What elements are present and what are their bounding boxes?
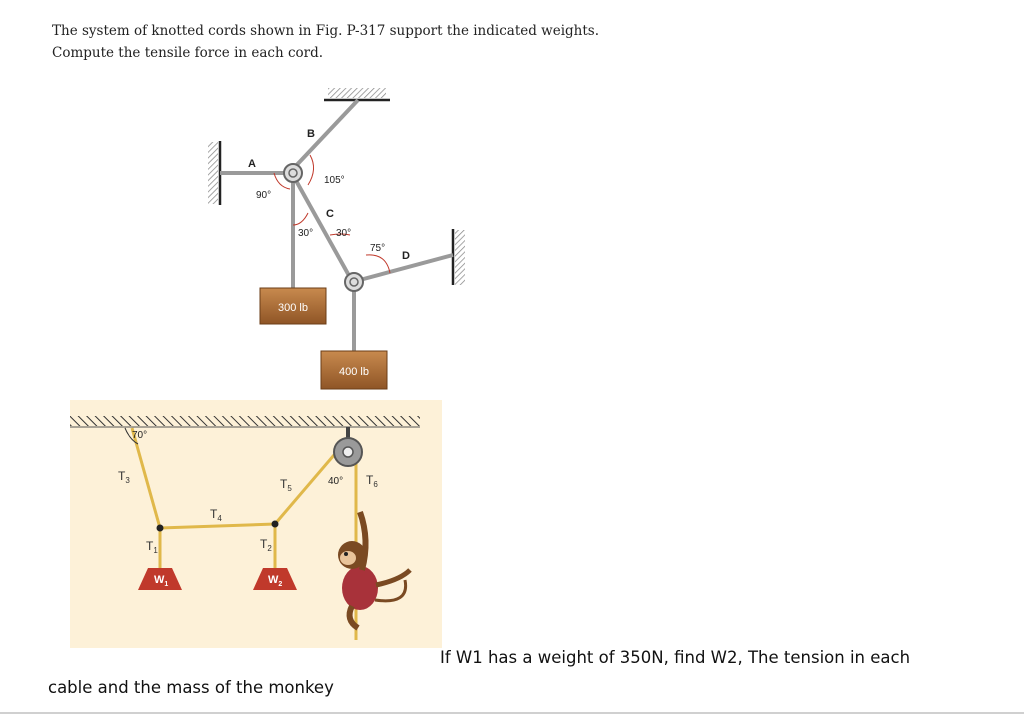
bottom-divider xyxy=(0,712,1024,714)
problem-line-1: The system of knotted cords shown in Fig… xyxy=(52,23,600,39)
monkey-eye xyxy=(344,552,348,556)
label-t3: T3 xyxy=(118,469,130,485)
t3-subscript: 3 xyxy=(125,476,130,485)
weight-400: 400 lb xyxy=(339,366,369,378)
cord-c xyxy=(292,176,354,282)
arc-105 xyxy=(307,154,314,186)
monkey-arm-up xyxy=(357,510,369,571)
knot-lower xyxy=(344,272,364,292)
monkey-tail xyxy=(374,579,408,603)
angle-75: 75° xyxy=(370,243,385,254)
knot-left xyxy=(156,524,164,532)
figure-knotted-cords: A B C D 90° 105° 30° 30° 75° 300 lb 400 … xyxy=(208,88,465,390)
label-t2: T2 xyxy=(260,537,272,553)
angle-40: 40° xyxy=(328,476,343,487)
box-400 xyxy=(320,350,388,390)
t2-subscript: 2 xyxy=(267,544,272,553)
cable-t4 xyxy=(159,522,276,530)
t4-subscript: 4 xyxy=(217,514,222,523)
cord-d xyxy=(355,253,454,283)
monkey-leg xyxy=(346,604,360,631)
knot-upper-inner xyxy=(288,168,298,178)
angle-30-left: 30° xyxy=(298,228,313,239)
cable-t5-t2 xyxy=(273,447,342,525)
pulley-hub xyxy=(342,446,354,458)
angle-30-right: 30° xyxy=(336,228,351,239)
problem-line-2: Compute the tensile force in each cord. xyxy=(52,45,324,61)
label-b: B xyxy=(307,128,315,140)
followup-line-2: cable and the mass of the monkey xyxy=(48,678,334,697)
monkey-arm-right xyxy=(375,568,412,588)
ceiling-support-top xyxy=(328,88,386,98)
label-t1: T1 xyxy=(146,539,158,555)
problem-statement: The system of knotted cords shown in Fig… xyxy=(52,20,752,64)
label-t5: T5 xyxy=(280,477,292,493)
angle-70: 70° xyxy=(132,430,147,441)
t1-subscript: 1 xyxy=(153,546,158,555)
label-c: C xyxy=(326,208,334,220)
box-300 xyxy=(259,287,327,325)
monkey-body xyxy=(342,566,378,610)
ceiling-hatch xyxy=(70,416,420,426)
arc-70 xyxy=(124,427,139,445)
w1-subscript: 1 xyxy=(164,581,168,588)
arc-75 xyxy=(365,254,391,274)
angle-105: 105° xyxy=(324,175,345,186)
wall-left xyxy=(208,142,218,204)
weight-300: 300 lb xyxy=(278,302,308,314)
arc-30-right xyxy=(329,233,351,236)
weight-w2: W2 xyxy=(268,574,282,588)
label-d: D xyxy=(402,250,410,262)
cord-b xyxy=(290,98,360,172)
figure-monkey-pulley: W1 W2 70° 40° T3 T4 T1 T2 T5 T6 xyxy=(70,400,442,648)
weight-w1: W1 xyxy=(154,574,168,588)
knot-lower-inner xyxy=(349,277,359,287)
arc-90 xyxy=(273,172,291,190)
weight-w2-shape xyxy=(253,568,297,590)
knot-upper xyxy=(283,163,303,183)
label-t4: T4 xyxy=(210,507,222,523)
label-t6: T6 xyxy=(366,473,378,489)
arc-30-left xyxy=(292,212,309,226)
knot-right xyxy=(271,520,279,528)
w2-subscript: 2 xyxy=(278,581,282,588)
t5-subscript: 5 xyxy=(287,484,292,493)
t6-subscript: 6 xyxy=(373,480,378,489)
followup-line-1: If W1 has a weight of 350N, find W2, The… xyxy=(440,648,911,667)
angle-90: 90° xyxy=(256,190,271,201)
weight-w1-shape xyxy=(138,568,182,590)
monkey-face xyxy=(340,551,356,565)
wall-right xyxy=(455,230,465,285)
label-a: A xyxy=(248,158,256,170)
monkey-illustration xyxy=(338,510,412,631)
